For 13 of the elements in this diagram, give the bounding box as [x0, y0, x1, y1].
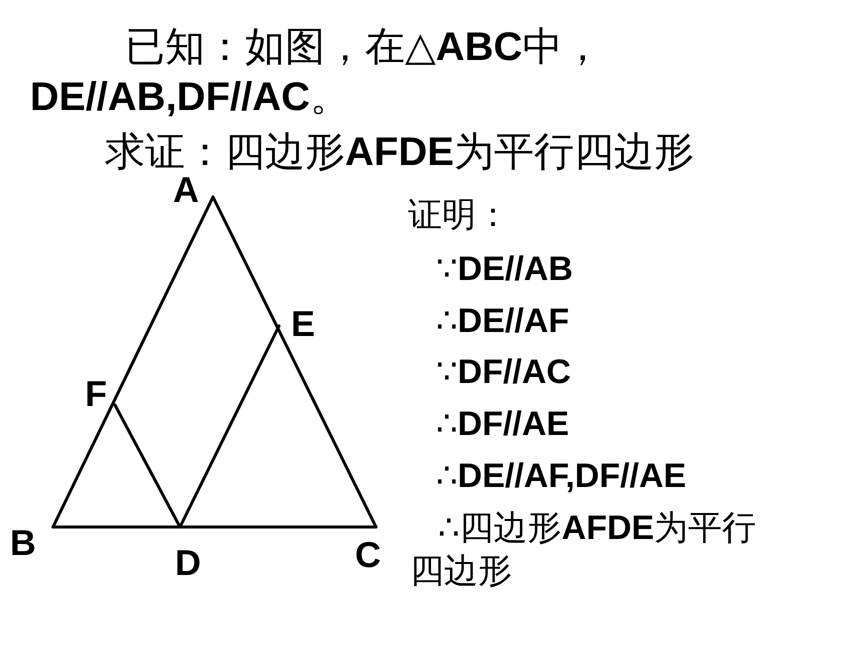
- point-label: F: [85, 376, 107, 412]
- given-text: 已知：如图，在△ABC中，DE//AB,DF//AC。: [30, 24, 604, 121]
- proof-step: ∴DF//AE: [410, 403, 810, 446]
- proof-step: ∵DE//AB: [410, 248, 810, 290]
- proof-heading: 证明：: [408, 195, 510, 236]
- proof-step: ∴DE//AF,DF//AE: [410, 455, 810, 498]
- proof-step: ∴DE//AF: [410, 300, 810, 342]
- point-label: C: [355, 537, 381, 573]
- proof-step: ∵DF//AC: [410, 351, 810, 394]
- proof-step: ∴四边形AFDE为平行四边形: [410, 507, 758, 592]
- point-label: E: [291, 306, 316, 342]
- point-label: D: [175, 545, 201, 581]
- point-label: B: [10, 525, 36, 561]
